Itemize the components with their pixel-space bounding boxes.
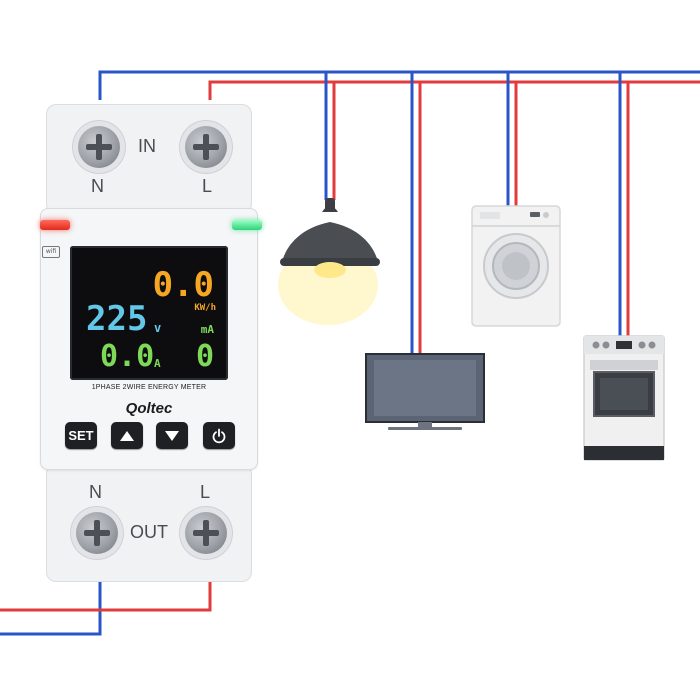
brand-logo: Qoltec (125, 400, 173, 417)
voltage-value: 225 (86, 299, 148, 339)
set-button[interactable]: SET (65, 422, 97, 449)
input-neutral-screw-icon (78, 126, 120, 168)
output-neutral-screw-icon (76, 512, 118, 554)
fault-led-icon (40, 220, 70, 230)
down-button[interactable] (156, 422, 188, 449)
voltage-unit: v (154, 321, 162, 335)
leakage-value: 0 (195, 339, 214, 374)
input-live-screw-icon (185, 126, 227, 168)
supply-wires (0, 70, 700, 636)
input-label: IN (138, 136, 156, 156)
power-icon (212, 428, 226, 443)
current-value: 0.0 (100, 339, 155, 374)
input-neutral-label: N (91, 176, 104, 196)
electric-oven (583, 335, 665, 461)
up-button[interactable] (111, 422, 143, 449)
product-line-label: 1PHASE 2WIRE ENERGY METER (91, 384, 207, 391)
power-button[interactable] (203, 422, 235, 449)
wifi-icon: wifi (42, 246, 60, 258)
status-led-icon (232, 220, 262, 230)
pendant-lamp (278, 198, 380, 325)
triangle-up-icon (120, 430, 134, 441)
output-label: OUT (130, 522, 168, 542)
energy-meter: IN N L wifi 0.0 KW/h 225 v mA 0.0 A 0 1P… (40, 104, 262, 582)
leakage-unit: mA (200, 323, 214, 336)
input-live-label: L (202, 176, 213, 196)
television (365, 353, 485, 430)
energy-unit: KW/h (194, 303, 216, 313)
live-output-wire (0, 578, 212, 612)
output-live-label: L (200, 482, 211, 502)
output-neutral-label: N (89, 482, 102, 502)
meter-display: 0.0 KW/h 225 v mA 0.0 A 0 (70, 246, 228, 380)
energy-value: 0.0 (152, 265, 214, 305)
neutral-output-wire (0, 578, 102, 636)
current-unit: A (154, 357, 161, 370)
triangle-down-icon (165, 430, 179, 441)
washing-machine (471, 205, 561, 327)
live-bus-wire (208, 80, 700, 100)
neutral-bus-wire (98, 70, 700, 100)
output-live-screw-icon (185, 512, 227, 554)
